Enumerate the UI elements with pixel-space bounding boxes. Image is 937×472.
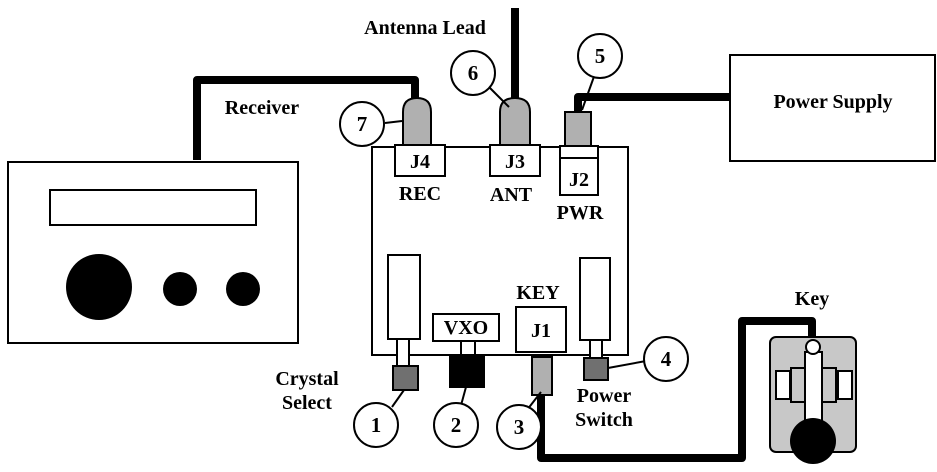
receiver-label: Receiver [225,97,300,119]
callout-2-number: 2 [451,413,462,437]
callout-3-number: 3 [514,415,525,439]
power-switch-label-line1: Power [577,385,632,407]
vxo-label: VXO [444,317,488,339]
transmitter-board [371,96,629,396]
key-left-post [790,367,806,403]
key-knob [790,418,836,464]
ant-label: ANT [490,184,533,206]
j2-label: J2 [569,169,589,191]
crystal-switch-body [387,254,421,340]
j3-label: J3 [505,151,525,173]
receiver-small-knob-2 [226,272,260,306]
power-supply-cable [574,93,730,115]
key-plug [531,356,553,396]
j3-connector [489,144,541,177]
power-switch-label-line2: Switch [575,409,633,431]
antenna-lead-label: Antenna Lead [364,17,486,39]
callout-7-number: 7 [357,112,368,136]
pwr-label: PWR [557,202,604,224]
key-right-contact [837,370,853,400]
power-supply-label: Power Supply [773,91,892,113]
callout-7: 7 [339,101,385,147]
j1-connector [515,306,567,353]
crystal-select-label-line1: Crystal [275,368,339,390]
callout-6-number: 6 [468,61,479,85]
crystal-select-label-line2: Select [282,392,332,414]
crystal-select-knob [392,365,419,391]
callout-5-number: 5 [595,44,606,68]
j1-label: J1 [531,320,551,342]
receiver-small-knob-1 [163,272,197,306]
key-lever [804,351,823,425]
rec-plug [402,96,432,146]
vxo-knob [449,354,485,388]
callout-6: 6 [450,50,496,96]
receiver-cable [193,76,419,160]
j4-label: J4 [410,151,430,173]
rec-label: REC [399,183,441,205]
power-supply-box [729,54,936,162]
callout-2: 2 [433,402,479,448]
j4-connector [394,144,446,177]
receiver-unit [7,161,299,344]
receiver-main-knob [66,254,132,320]
vxo-shaft [460,340,476,356]
receiver-display [49,189,257,226]
callout-1: 1 [353,402,399,448]
key-left-contact [775,370,791,400]
cables [193,8,816,462]
key-right-post [821,367,837,403]
callout-4: 4 [643,336,689,382]
callout-4-number: 4 [661,347,672,371]
key-jack-label: KEY [516,282,560,304]
callout-1-number: 1 [371,413,382,437]
pwr-plug [564,111,592,147]
vxo-box [432,313,500,342]
key-pivot [805,339,821,355]
telegraph-key [769,336,857,464]
key-cable [537,317,816,462]
power-switch-body [579,257,611,341]
crystal-switch-shaft [396,338,410,368]
power-switch-knob [583,357,609,381]
ant-plug [499,96,531,146]
callout-3: 3 [496,404,542,450]
key-label: Key [795,288,829,310]
callout-5: 5 [577,33,623,79]
